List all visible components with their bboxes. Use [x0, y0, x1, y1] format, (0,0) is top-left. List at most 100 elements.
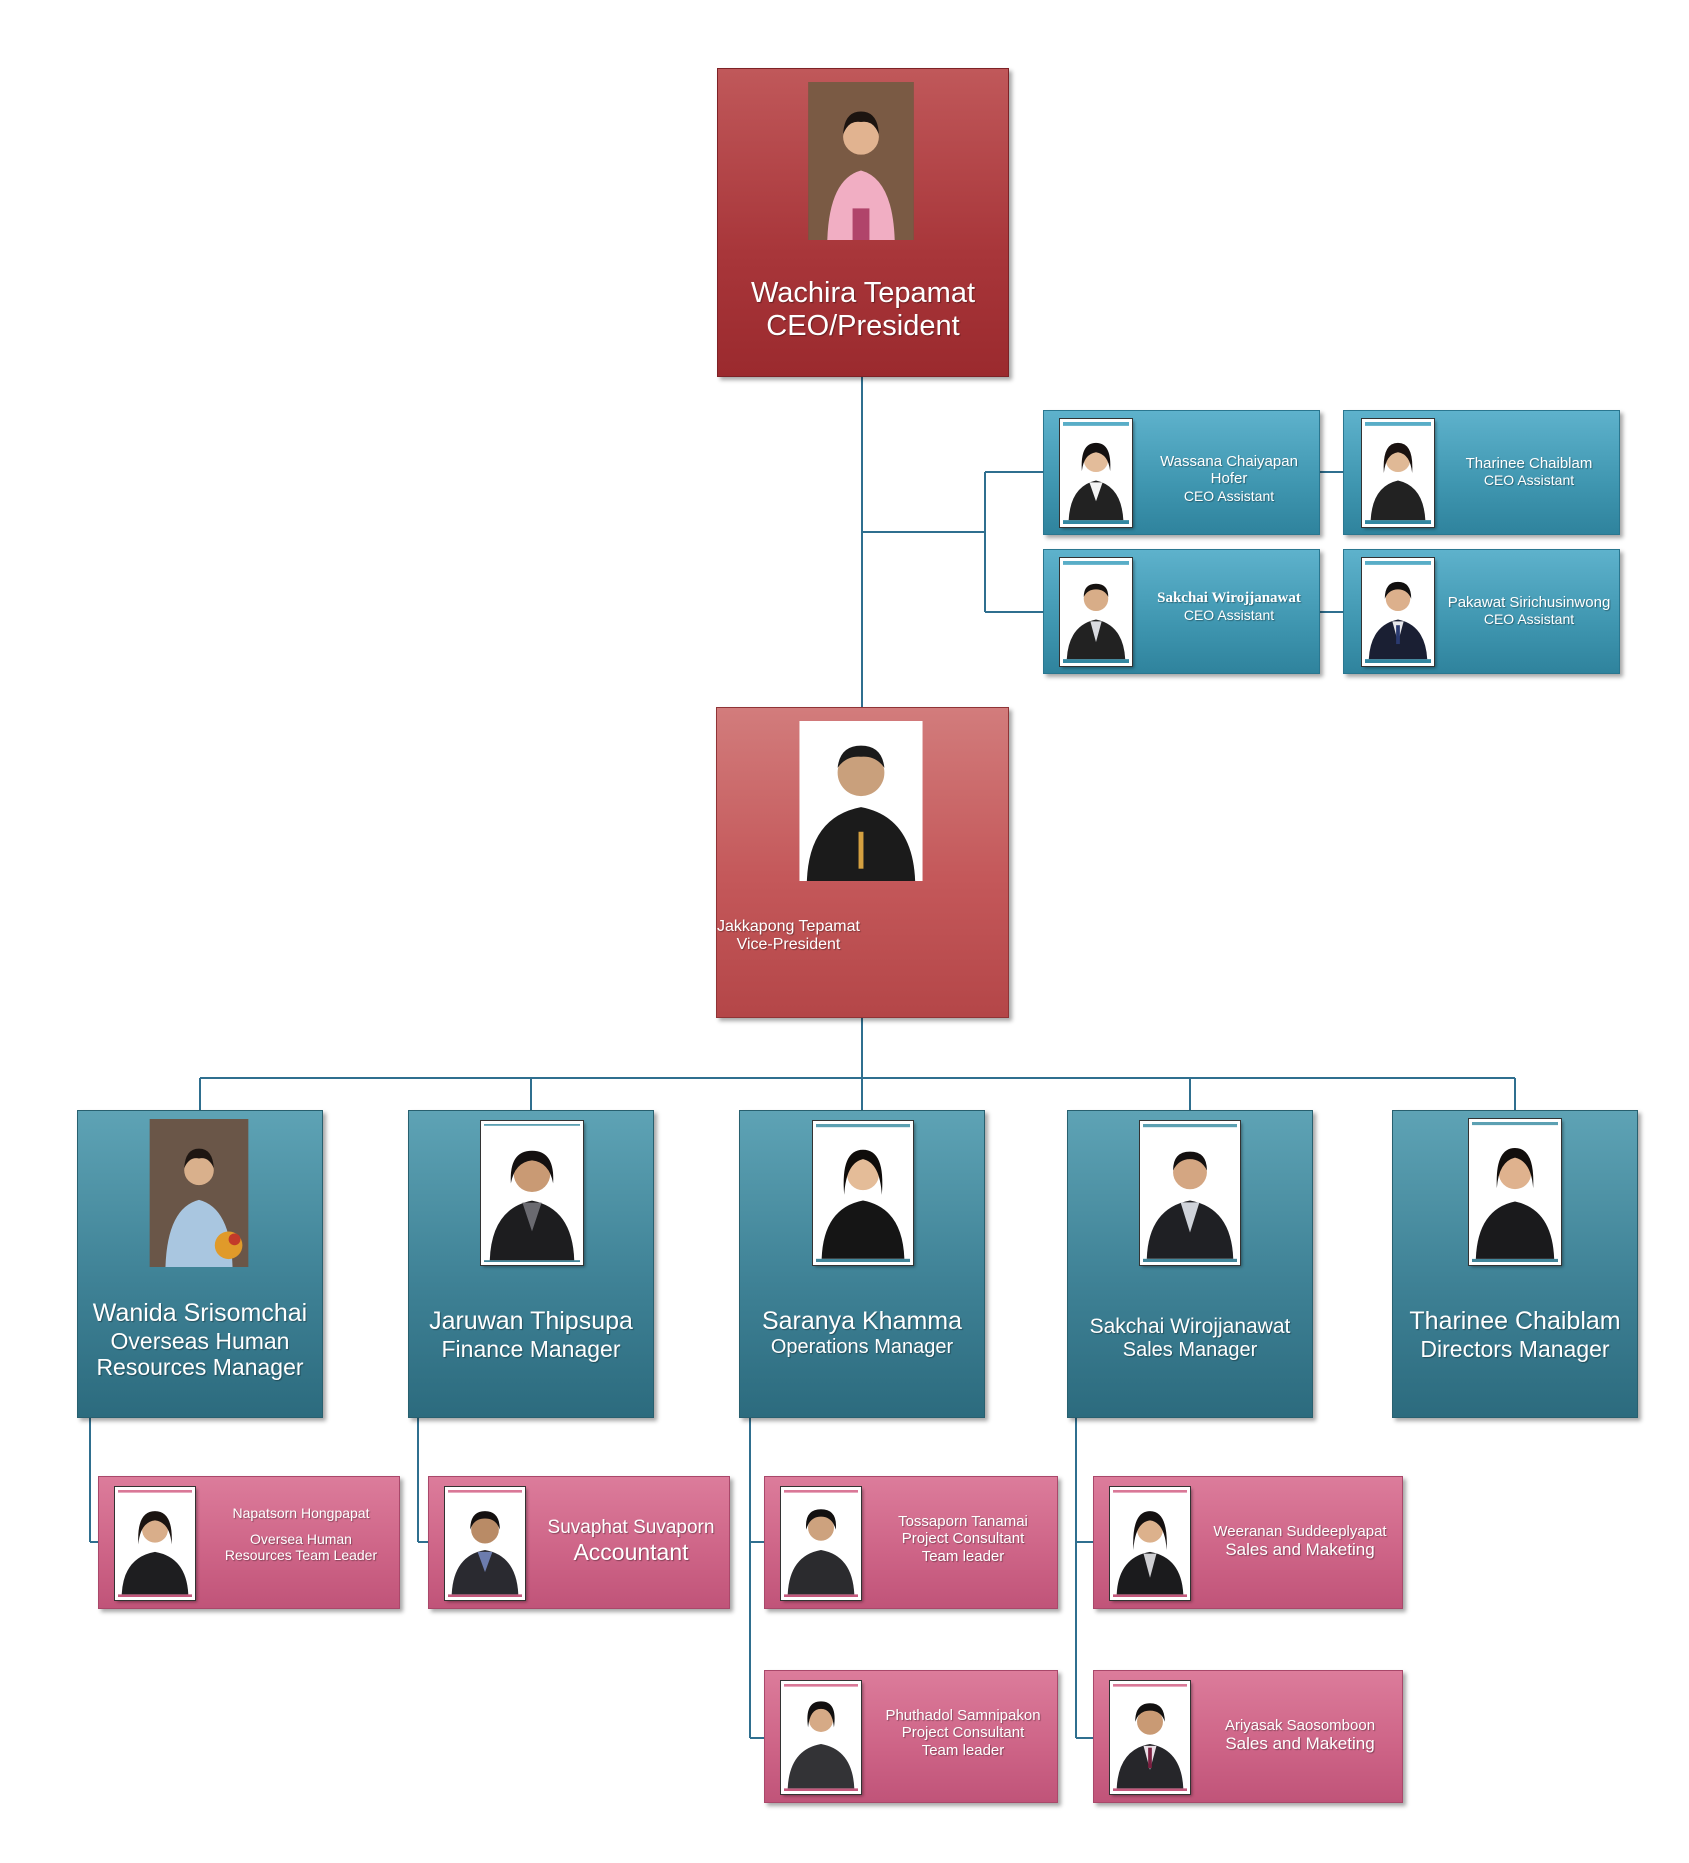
manager-label: Wanida Srisomchai Overseas Human Resourc…: [78, 1299, 322, 1381]
portrait-woman-suit-icon: [1063, 425, 1129, 521]
staff-name: Suvaphat Suvaporn: [547, 1517, 715, 1538]
portrait-woman-suit-icon: [1472, 1125, 1558, 1259]
staff-label: Phuthadol Samnipakon Project Consultant …: [875, 1707, 1051, 1759]
manager-photo: [1469, 1119, 1561, 1265]
portrait-man-navy-suit-icon: [1365, 564, 1431, 660]
manager-title: Resources Manager: [96, 1354, 304, 1381]
staff-box: Weeranan Suddeeplyapat Sales and Maketin…: [1093, 1476, 1403, 1609]
manager-photo: [1140, 1121, 1240, 1265]
staff-label: Tossaporn Tanamai Project Consultant Tea…: [875, 1513, 1051, 1565]
vp-photo: [799, 721, 923, 881]
manager-title: Sales Manager: [1122, 1339, 1258, 1362]
assistant-title: CEO Assistant: [1483, 472, 1575, 489]
staff-label: Napatsorn Hongpapat Oversea Human Resour…: [209, 1505, 393, 1563]
manager-title: Finance Manager: [441, 1335, 621, 1362]
manager-label: Saranya Khamma Operations Manager: [740, 1307, 984, 1359]
manager-photo: [813, 1121, 913, 1265]
staff-name: Weeranan Suddeeplyapat: [1213, 1523, 1387, 1540]
staff-name: Phuthadol Samnipakon: [885, 1707, 1041, 1724]
manager-box: Tharinee Chaiblam Directors Manager: [1392, 1110, 1638, 1418]
manager-box: Wanida Srisomchai Overseas Human Resourc…: [77, 1110, 323, 1418]
assistant-box: Wassana Chaiyapan Hofer CEO Assistant: [1043, 410, 1320, 535]
staff-label: Ariyasak Saosomboon Sales and Maketing: [1204, 1717, 1396, 1754]
portrait-man-suit-icon: [1113, 1686, 1187, 1789]
manager-name: Jaruwan Thipsupa: [429, 1307, 633, 1335]
portrait-woman-suit-icon: [118, 1492, 192, 1595]
staff-photo: [115, 1487, 195, 1600]
assistant-label: Tharinee Chaiblam CEO Assistant: [1444, 455, 1614, 488]
portrait-woman-suit-icon: [484, 1125, 580, 1261]
portrait-man-suit-icon: [1143, 1127, 1237, 1259]
manager-title: Directors Manager: [1420, 1335, 1610, 1362]
staff-photo: [1110, 1487, 1190, 1600]
manager-box: Jaruwan Thipsupa Finance Manager: [408, 1110, 654, 1418]
vp-name: Jakkapong Tepamat: [717, 918, 860, 935]
staff-title: Accountant: [573, 1538, 689, 1565]
vp-box: Jakkapong Tepamat Vice-President: [716, 707, 1009, 1018]
assistant-title: CEO Assistant: [1483, 611, 1575, 628]
ceo-box: Wachira Tepamat CEO/President: [717, 68, 1009, 377]
assistant-photo: [1362, 558, 1434, 666]
staff-photo: [445, 1487, 525, 1600]
portrait-woman-suit-icon: [448, 1492, 522, 1595]
manager-name: Wanida Srisomchai: [92, 1299, 308, 1327]
manager-box: Sakchai Wirojjanawat Sales Manager: [1067, 1110, 1313, 1418]
vp-label: Jakkapong Tepamat Vice-President: [717, 918, 860, 955]
manager-photo: [149, 1119, 249, 1267]
assistant-name: Wassana Chaiyapan Hofer: [1160, 453, 1298, 488]
manager-label: Tharinee Chaiblam Directors Manager: [1393, 1307, 1637, 1362]
assistant-box: Tharinee Chaiblam CEO Assistant: [1343, 410, 1620, 535]
staff-title: Project Consultant: [901, 1530, 1025, 1548]
staff-name: Tossaporn Tanamai: [898, 1513, 1028, 1530]
staff-title: Oversea Human: [250, 1531, 352, 1548]
portrait-woman-pink-icon: [808, 82, 914, 240]
staff-title: Sales and Maketing: [1225, 1540, 1375, 1560]
manager-title: Operations Manager: [770, 1335, 954, 1358]
manager-box: Saranya Khamma Operations Manager: [739, 1110, 985, 1418]
manager-photo: [481, 1121, 583, 1265]
portrait-man-suit-icon: [784, 1686, 858, 1789]
assistant-photo: [1060, 419, 1132, 527]
assistant-label: Wassana Chaiyapan Hofer CEO Assistant: [1144, 453, 1314, 504]
portrait-woman-suit-icon: [1113, 1492, 1187, 1595]
ceo-label: Wachira Tepamat CEO/President: [718, 277, 1008, 344]
staff-name: Ariyasak Saosomboon: [1224, 1717, 1376, 1734]
staff-box: Suvaphat Suvaporn Accountant: [428, 1476, 730, 1609]
portrait-man-suit-icon: [784, 1492, 858, 1595]
manager-name: Saranya Khamma: [761, 1307, 963, 1335]
manager-name: Sakchai Wirojjanawat: [1089, 1315, 1291, 1338]
manager-label: Jaruwan Thipsupa Finance Manager: [409, 1307, 653, 1362]
staff-label: Weeranan Suddeeplyapat Sales and Maketin…: [1204, 1523, 1396, 1560]
ceo-name: Wachira Tepamat: [750, 277, 976, 309]
staff-title: Resources Team Leader: [224, 1547, 378, 1564]
ceo-photo: [807, 82, 915, 240]
assistant-name: Pakawat Sirichusinwong: [1447, 594, 1611, 611]
assistant-photo: [1060, 558, 1132, 666]
staff-title: Project Consultant: [901, 1724, 1025, 1742]
portrait-man-black-suit-icon: [799, 721, 923, 881]
assistant-title: CEO Assistant: [1183, 607, 1275, 624]
assistant-label: Pakawat Sirichusinwong CEO Assistant: [1444, 594, 1614, 627]
vp-title: Vice-President: [736, 936, 841, 954]
portrait-man-suit-icon: [1063, 564, 1129, 660]
staff-box: Tossaporn Tanamai Project Consultant Tea…: [764, 1476, 1058, 1609]
staff-title: Sales and Maketing: [1225, 1734, 1375, 1754]
staff-box: Napatsorn Hongpapat Oversea Human Resour…: [98, 1476, 400, 1609]
staff-photo: [781, 1681, 861, 1794]
portrait-woman-suit-icon: [1365, 425, 1431, 521]
staff-label: Suvaphat Suvaporn Accountant: [539, 1517, 723, 1565]
ceo-title: CEO/President: [766, 310, 960, 343]
assistant-box: Pakawat Sirichusinwong CEO Assistant: [1343, 549, 1620, 674]
assistant-name: Tharinee Chaiblam: [1465, 455, 1593, 472]
assistant-label: Sakchai Wirojjanawat CEO Assistant: [1144, 590, 1314, 623]
staff-photo: [781, 1487, 861, 1600]
staff-name: Napatsorn Hongpapat: [232, 1505, 370, 1521]
assistant-photo: [1362, 419, 1434, 527]
manager-title: Overseas Human: [110, 1327, 290, 1354]
assistant-title: CEO Assistant: [1183, 487, 1275, 504]
staff-box: Phuthadol Samnipakon Project Consultant …: [764, 1670, 1058, 1803]
portrait-woman-lightblue-icon: [149, 1119, 249, 1267]
manager-name: Tharinee Chaiblam: [1409, 1307, 1621, 1335]
